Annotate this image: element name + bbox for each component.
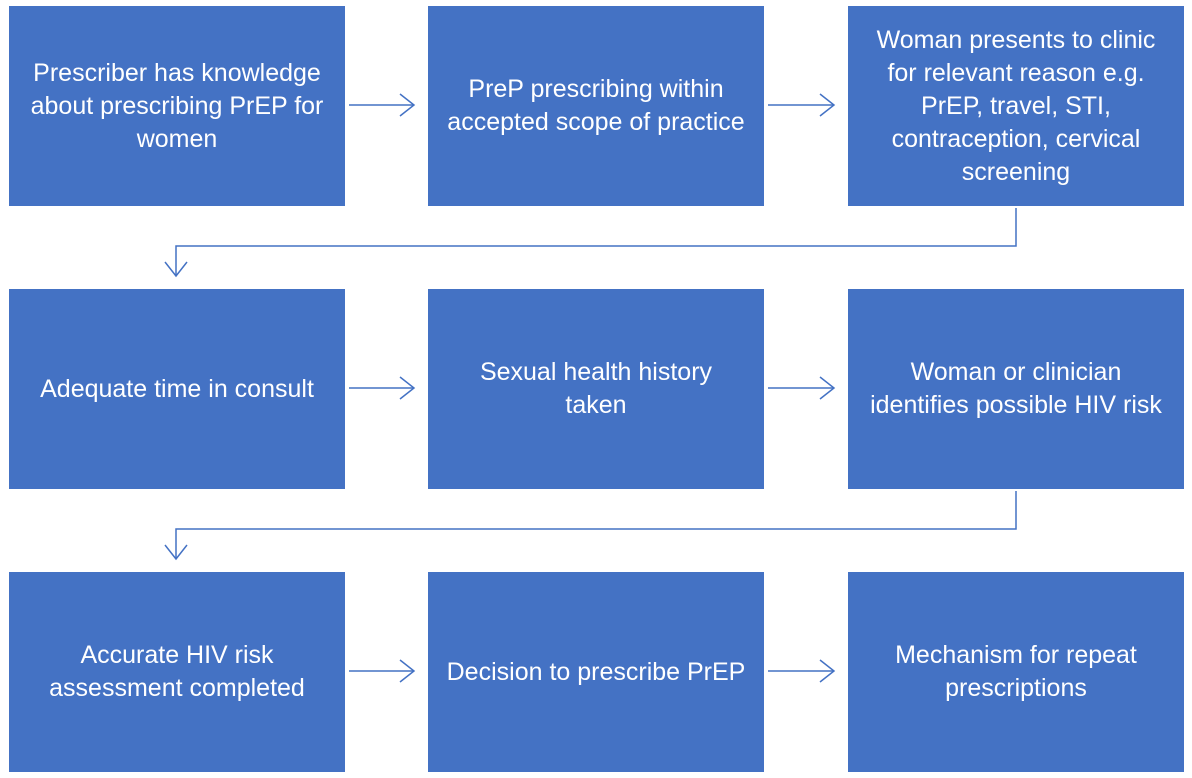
step-box-repeat-prescriptions: Mechanism for repeat prescriptions: [848, 572, 1184, 772]
step-label-scope-of-practice: PreP prescribing within accepted scope o…: [447, 75, 745, 136]
connector-arrow: [349, 659, 416, 683]
connector-elbow-arrow: [164, 491, 1017, 561]
step-label-repeat-prescriptions: Mechanism for repeat prescriptions: [895, 641, 1137, 702]
step-box-risk-assessment: Accurate HIV risk assessment completed: [9, 572, 345, 772]
step-box-woman-presents: Woman presents to clinic for relevant re…: [848, 6, 1184, 206]
connector-arrow: [768, 93, 836, 117]
step-box-decision-to-prescribe: Decision to prescribe PrEP: [428, 572, 764, 772]
connector-elbow-arrow: [164, 208, 1017, 278]
connector-arrow: [768, 659, 836, 683]
step-label-decision-to-prescribe: Decision to prescribe PrEP: [446, 657, 746, 686]
connector-arrow: [349, 376, 416, 400]
step-box-identifies-hiv-risk: Woman or clinician identifies possible H…: [848, 289, 1184, 489]
connector-arrow: [349, 93, 416, 117]
connector-arrow: [768, 376, 836, 400]
step-label-risk-assessment: Accurate HIV risk assessment completed: [49, 641, 305, 702]
step-box-adequate-time: Adequate time in consult: [9, 289, 345, 489]
step-label-prescriber-knowledge: Prescriber has knowledge about prescribi…: [30, 58, 324, 153]
step-label-identifies-hiv-risk: Woman or clinician identifies possible H…: [870, 358, 1162, 419]
step-box-scope-of-practice: PreP prescribing within accepted scope o…: [428, 6, 764, 206]
step-label-sexual-health-history: Sexual health history taken: [479, 358, 713, 419]
step-label-woman-presents: Woman presents to clinic for relevant re…: [876, 25, 1156, 186]
step-box-sexual-health-history: Sexual health history taken: [428, 289, 764, 489]
step-box-prescriber-knowledge: Prescriber has knowledge about prescribi…: [9, 6, 345, 206]
step-label-adequate-time: Adequate time in consult: [40, 374, 314, 403]
